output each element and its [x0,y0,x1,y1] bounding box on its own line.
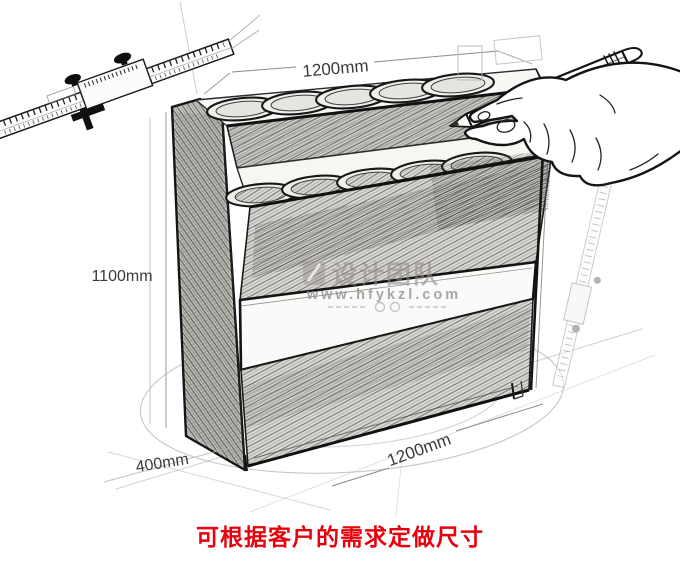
vernier-caliper-sketch [0,14,261,141]
finger-crease [595,137,602,171]
finger-crease [523,121,532,143]
dimension-lines [103,50,544,487]
bottom-front-edge [247,388,530,468]
dim-line-depth [103,446,233,483]
bottom-inner-line [253,385,519,459]
dim-label-depth: 400mm [135,451,190,476]
dim-extension-line [497,50,533,65]
thumbnail [496,119,516,133]
dim-line-bottom-left [331,467,390,487]
dim-line-top-right [373,50,499,63]
guide-line [249,354,656,513]
right-foot-base [513,395,524,400]
pencil-lead [450,120,459,126]
watermark-url-text: www.hfykzl.com [306,287,461,303]
caliper-jaw-line [228,14,261,42]
display-stand-sketch [170,68,557,472]
caliper-knob-stem [70,81,78,87]
hand-detail-lines [477,94,659,171]
dim-label-height: 1100mm [91,268,152,285]
dim-extension-line [203,72,231,95]
watermark-logo-slash [306,263,322,282]
finger-crease [543,123,550,155]
shelf-inner-line [240,267,533,307]
left-foot [244,454,248,472]
ruler-knob [593,276,601,284]
paper-sheet-outline [457,45,483,81]
fingernail [477,111,491,121]
ruler-knob [571,324,580,333]
guide-line [179,1,198,95]
dim-line-bottom-right [455,403,544,432]
watermark: 设计团队 www.hfykzl.com [303,260,461,313]
dim-label-top-width: 1200mm [302,56,370,81]
ruler-slider [563,282,593,325]
caliper-vernier-frame [46,85,77,105]
tier2-front-edge [249,153,553,209]
caliper-slider [76,58,154,111]
left-side-panel-shading [175,112,242,466]
wrist-line [629,153,659,171]
customization-note: 可根据客户的需求定做尺寸 [196,524,484,550]
finger-line [496,97,523,105]
right-foot [511,382,515,400]
pencil-eraser [621,47,643,64]
caliper-jaw-line [231,29,260,49]
finger-crease [569,129,576,163]
watermark-brand-text: 设计团队 [332,260,440,289]
guide-line [107,451,331,511]
right-foot-inner [520,380,524,397]
paper-sheet-outline [493,35,543,65]
top-riser-shading [227,88,550,168]
flourish-curl [389,301,401,313]
hand-with-pencil-sketch [449,35,680,187]
hand-outline [463,61,680,187]
caliper-thumb-knob [113,52,132,64]
flourish-curl [374,301,386,313]
caliper-depth-rod [79,107,94,131]
panel-front-edge [221,112,246,471]
top-front-edge [226,86,547,128]
top-hole-inner [430,76,486,94]
guide-line [395,457,403,516]
watermark-flourish [328,301,447,313]
knuckle-line [599,94,616,114]
dim-line-top-left [231,66,297,73]
front-panel-lower-shading [244,308,530,428]
top-hole-row [206,72,495,122]
caliper-knob-stem [120,59,128,66]
